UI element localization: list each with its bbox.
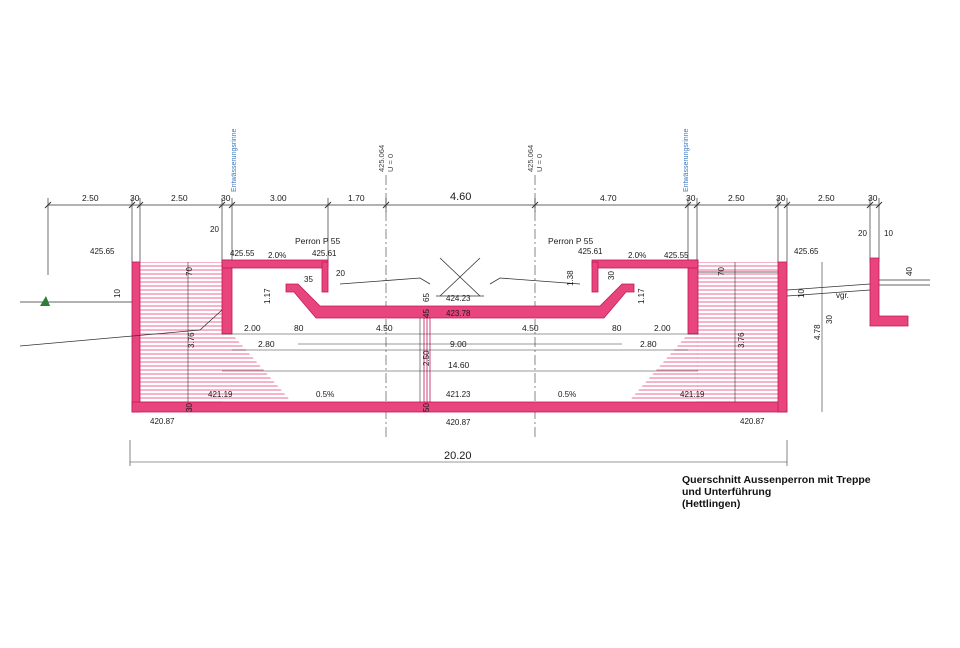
dim-s20a: 20	[210, 225, 219, 234]
top-dimension-line	[47, 198, 880, 275]
dim-s250: 2.50	[422, 350, 431, 366]
platform-label-left: Perron P 55	[295, 236, 340, 246]
dim-2-50-c: 2.50	[728, 193, 745, 203]
dim-s35: 35	[304, 275, 313, 284]
dim-1-70: 1.70	[348, 193, 365, 203]
drainage-label-right: Entwässerungsrinne	[683, 128, 690, 192]
dim-left-4-50: 4.50	[376, 323, 393, 333]
slope-floor-right: 0.5%	[558, 390, 576, 399]
dim-s30b: 30	[825, 315, 834, 324]
dim-right-2-00: 2.00	[654, 323, 671, 333]
dim-s117b: 1.17	[637, 288, 646, 304]
elev-ground-left: 425.65	[90, 247, 115, 256]
caption-line-2: und Unterführung	[682, 486, 772, 498]
dim-total-14-60: 14.60	[448, 360, 470, 370]
dim-s10c: 10	[884, 229, 893, 238]
elev-floor-center: 421.23	[446, 390, 471, 399]
dim-30-d: 30	[776, 193, 786, 203]
dim-s376b: 3.76	[737, 332, 746, 348]
top-dimension-ticks	[44, 201, 883, 209]
drainage-label-left: Entwässerungsrinne	[231, 128, 238, 192]
elev-platform-right: 425.55	[664, 251, 689, 260]
backfill-hatching	[140, 262, 778, 402]
dim-4-70: 4.70	[600, 193, 617, 203]
slope-top-left: 2.0%	[268, 251, 286, 260]
concrete-structure	[131, 257, 909, 413]
dim-right-80: 80	[612, 323, 622, 333]
caption-line-3: (Hettlingen)	[682, 498, 741, 510]
dim-s478: 4.78	[813, 324, 822, 340]
dim-3-00: 3.00	[270, 193, 287, 203]
dim-4-60: 4.60	[450, 191, 471, 203]
svg-text:425.064: 425.064	[377, 145, 386, 172]
axis-right-label: 425.064 U = 0	[526, 145, 544, 172]
dim-right-2-80: 2.80	[640, 339, 657, 349]
dim-s138: 1.38	[566, 270, 575, 286]
dim-s30-slab: 30	[185, 403, 194, 412]
dim-s40: 40	[905, 267, 914, 276]
elev-stair-left: 421.19	[208, 390, 233, 399]
elev-platform-left: 425.55	[230, 249, 255, 258]
svg-text:425.064: 425.064	[526, 145, 535, 172]
dim-overall-20-20: 20.20	[444, 450, 472, 462]
dim-s20b: 20	[336, 269, 345, 278]
dim-s10a: 10	[113, 289, 122, 298]
dim-s20c: 20	[858, 229, 867, 238]
dim-30-e: 30	[868, 193, 878, 203]
tracks	[339, 257, 581, 297]
elev-track-top: 424.23	[446, 294, 471, 303]
dim-30-a: 30	[130, 193, 140, 203]
grass-symbol	[40, 296, 50, 306]
slope-top-right: 2.0%	[628, 251, 646, 260]
dim-2-50-b: 2.50	[171, 193, 188, 203]
label-vgr: vgr.	[836, 291, 849, 300]
dim-s30c: 30	[607, 271, 616, 280]
dim-30-c: 30	[686, 193, 696, 203]
dim-s45: 45	[422, 309, 431, 318]
dim-2-50-d: 2.50	[818, 193, 835, 203]
svg-text:U = 0: U = 0	[386, 154, 395, 172]
dim-s70b: 70	[717, 267, 726, 276]
elev-ground-right: 425.65	[794, 247, 819, 256]
dim-30-b: 30	[221, 193, 231, 203]
elev-perron-right: 425.61	[578, 247, 603, 256]
drawing-caption: Querschnitt Aussenperron mit Treppe und …	[682, 474, 942, 510]
elev-base-left: 420.87	[150, 417, 175, 426]
dim-left-2-00: 2.00	[244, 323, 261, 333]
elev-track-bottom: 423.78	[446, 309, 471, 318]
dim-left-2-80: 2.80	[258, 339, 275, 349]
platform-label-right: Perron P 55	[548, 236, 593, 246]
dim-s50-slab: 50	[422, 403, 431, 412]
dim-total-9-00: 9.00	[450, 339, 467, 349]
elev-base-center: 420.87	[446, 418, 471, 427]
dim-s376a: 3.76	[187, 332, 196, 348]
dim-s10b: 10	[797, 289, 806, 298]
axis-left-label: 425.064 U = 0	[377, 145, 395, 172]
svg-text:U = 0: U = 0	[535, 154, 544, 172]
elev-stair-right: 421.19	[680, 390, 705, 399]
terrain-lines	[19, 271, 930, 347]
inner-dimension-lines	[129, 262, 823, 466]
slope-floor-left: 0.5%	[316, 390, 334, 399]
dim-left-80: 80	[294, 323, 304, 333]
dim-right-4-50: 4.50	[522, 323, 539, 333]
center-pillars	[423, 317, 431, 403]
dim-s70a: 70	[185, 267, 194, 276]
elev-base-right: 420.87	[740, 417, 765, 426]
elev-perron-left: 425.61	[312, 249, 337, 258]
dim-s65: 65	[422, 293, 431, 302]
dim-2-50-a: 2.50	[82, 193, 99, 203]
caption-line-1: Querschnitt Aussenperron mit Treppe	[682, 474, 871, 486]
dim-s117a: 1.17	[263, 288, 272, 304]
